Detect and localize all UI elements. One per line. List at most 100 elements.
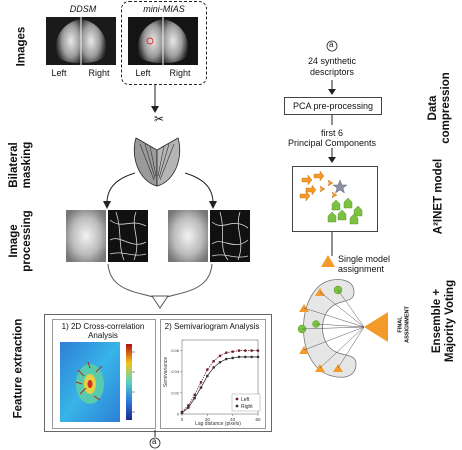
arrow-to-components bbox=[331, 115, 333, 125]
arrow-to-pca bbox=[328, 80, 336, 95]
data-point-right bbox=[206, 374, 209, 378]
descriptors-text: 24 synthetic descriptors bbox=[282, 56, 382, 78]
data-point-left bbox=[212, 359, 215, 363]
pca-box-label: PCA pre-processing bbox=[292, 101, 374, 111]
descriptors-line2: descriptors bbox=[309, 67, 354, 77]
data-point-left bbox=[218, 354, 222, 358]
descriptors-line1: 24 synthetic bbox=[307, 56, 357, 66]
data-point-right bbox=[187, 406, 190, 409]
bottom-connector-letter: a bbox=[152, 437, 157, 446]
scissors-icon: ✂ bbox=[154, 112, 165, 126]
ddsm-right-label: Right bbox=[88, 68, 110, 78]
components-text: first 6 Principal Components bbox=[266, 128, 398, 148]
cross-correlation-title-line2: Analysis bbox=[88, 331, 118, 340]
mias-mammograms bbox=[128, 17, 198, 65]
cross-correlation-heatmap bbox=[60, 342, 135, 422]
masked-breasts bbox=[133, 137, 181, 187]
mias-title: mini-MIAS bbox=[143, 4, 185, 14]
data-point-left bbox=[199, 380, 203, 384]
components-line2: Principal Components bbox=[287, 138, 377, 148]
legend-right: Right bbox=[241, 404, 253, 410]
x-tick-label: 40 bbox=[230, 417, 236, 422]
data-point-left bbox=[250, 349, 253, 352]
label-bilateral-line2: masking bbox=[21, 141, 33, 189]
semivariogram-chart: Semivariance Lag distance (pixels) 0 20 40… bbox=[163, 339, 261, 427]
assignment-line2: assignment bbox=[338, 264, 385, 274]
bottom-connector-circle bbox=[149, 437, 161, 449]
data-point-right bbox=[237, 355, 241, 359]
data-point-left bbox=[193, 393, 196, 397]
data-point-right bbox=[212, 366, 215, 369]
centroid-star-icon bbox=[332, 179, 348, 194]
y-tick-label: 0.04 bbox=[171, 369, 180, 374]
ddsm-title: DDSM bbox=[69, 4, 97, 14]
data-point-left bbox=[244, 349, 247, 352]
mias-selection-box bbox=[121, 1, 207, 85]
label-bilateral-line1: Bilateral bbox=[8, 142, 20, 188]
x-tick-label: 20 bbox=[205, 417, 211, 422]
legend-left: Left bbox=[241, 397, 250, 403]
data-point-right bbox=[256, 355, 260, 359]
assignment-triangle-icon bbox=[321, 255, 335, 267]
data-point-right bbox=[225, 357, 228, 361]
label-bilateral-masking: Bilateral masking bbox=[8, 130, 34, 200]
ainet-clusters bbox=[299, 170, 363, 225]
data-point-left bbox=[256, 349, 260, 352]
x-tick-label: 0 bbox=[181, 417, 184, 422]
label-ensemble-line2: Majority Voting bbox=[444, 279, 456, 363]
label-ainet-model: A²INET model bbox=[432, 158, 445, 235]
top-connector-circle bbox=[326, 40, 338, 52]
y-tick-label: 0.06 bbox=[171, 348, 180, 353]
data-point-left bbox=[225, 351, 228, 354]
final-line2: ASSIGNMENT bbox=[404, 306, 410, 343]
label-processing-line2: processing bbox=[21, 210, 33, 272]
arrow-to-assignment bbox=[331, 232, 333, 256]
top-connector-letter: a bbox=[329, 40, 334, 49]
final-assignment-triangle-icon bbox=[364, 312, 388, 342]
pca-preprocessing-box: PCA pre-processing bbox=[284, 97, 382, 115]
branch-arrows bbox=[103, 172, 217, 209]
data-point-right bbox=[193, 396, 196, 400]
cross-correlation-title-line1: 1) 2D Cross-correlation bbox=[61, 322, 145, 331]
cross-correlation-title: 1) 2D Cross-correlation Analysis bbox=[52, 322, 154, 340]
label-compression-line1: Data bbox=[427, 95, 439, 121]
data-point-right bbox=[231, 356, 234, 360]
y-tick-label: 0 bbox=[177, 412, 180, 417]
ddsm-mammograms bbox=[46, 17, 116, 65]
data-point-right bbox=[244, 355, 247, 359]
label-data-compression: Data compression bbox=[427, 68, 453, 148]
x-tick-label: 60 bbox=[255, 417, 261, 422]
processed-right-pair bbox=[168, 210, 250, 262]
arrow-to-model bbox=[328, 148, 336, 163]
x-axis-label: Lag distance (pixels) bbox=[195, 421, 241, 427]
ensemble-voting-diagram bbox=[297, 279, 388, 378]
y-tick-label: 0.02 bbox=[171, 390, 180, 395]
semivariogram-title: 2) Semivariogram Analysis bbox=[164, 322, 260, 331]
processed-left-pair bbox=[66, 210, 148, 262]
label-ensemble-line1: Ensemble + bbox=[431, 288, 443, 354]
mias-left-label: Left bbox=[135, 68, 151, 78]
label-ensemble: Ensemble + Majority Voting bbox=[431, 269, 457, 373]
y-axis-label: Semivariance bbox=[163, 357, 169, 388]
data-point-right bbox=[250, 355, 253, 359]
assignment-text: Single model assignment bbox=[338, 254, 390, 274]
label-compression-line2: compression bbox=[440, 72, 452, 144]
label-images: Images bbox=[15, 26, 28, 67]
bottom-connector-line bbox=[154, 430, 156, 437]
data-point-right bbox=[218, 360, 222, 364]
components-line1: first 6 bbox=[320, 128, 343, 138]
mias-right-label: Right bbox=[169, 68, 191, 78]
assignment-line1: Single model bbox=[338, 254, 391, 264]
data-point-right bbox=[180, 411, 184, 415]
label-processing-line1: Image bbox=[8, 224, 20, 258]
final-assignment-label: FINAL ASSIGNMENT bbox=[398, 305, 411, 345]
semivariogram-legend: Left Right bbox=[231, 393, 261, 412]
arrow-to-masking bbox=[151, 84, 159, 113]
data-point-left bbox=[206, 368, 209, 371]
ddsm-left-label: Left bbox=[51, 68, 67, 78]
data-point-left bbox=[231, 350, 234, 353]
label-feature-extraction: Feature extraction bbox=[12, 318, 25, 419]
data-point-right bbox=[199, 386, 203, 389]
merge-arrows bbox=[107, 263, 213, 309]
label-image-processing: Image processing bbox=[8, 204, 34, 278]
